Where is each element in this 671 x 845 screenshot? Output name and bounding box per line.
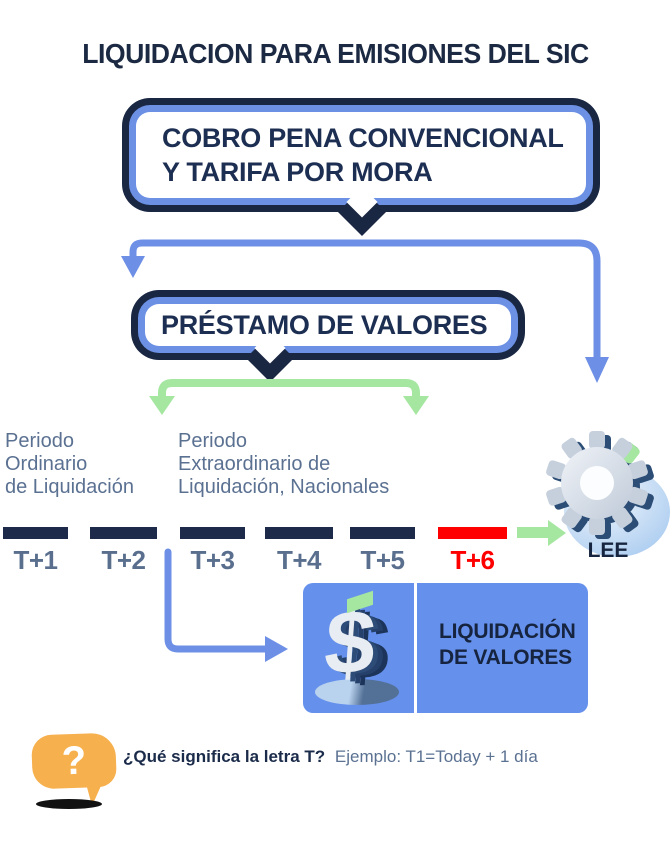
timeline-bar-t3: [180, 527, 245, 539]
arrow-down-icon: [121, 256, 145, 278]
arrow-down-icon: [149, 396, 175, 415]
gear-icon: [546, 431, 670, 557]
question-bubble-icon: ?: [31, 732, 117, 790]
period-extraordinary-label: Periodo Extraordinario de Liquidación, N…: [178, 430, 389, 499]
timeline-label-t6: T+6: [450, 545, 495, 575]
timeline-bar-t2: [90, 527, 157, 539]
main-box-line1: COBRO PENA CONVENCIONAL: [162, 123, 564, 153]
main-box: COBRO PENA CONVENCIONAL Y TARIFA POR MOR…: [122, 98, 600, 212]
gear-hole: [580, 466, 614, 500]
question-bubble-shadow: [36, 799, 102, 809]
gear-face: [546, 431, 648, 535]
timeline-bar-t1: [3, 527, 68, 539]
period-ordinary-line2: Ordinario: [5, 453, 88, 475]
page-title: LIQUIDACION PARA EMISIONES DEL SIC: [82, 38, 589, 69]
main-box-inner: COBRO PENA CONVENCIONAL Y TARIFA POR MOR…: [136, 112, 586, 198]
timeline-bar-t5: [350, 527, 415, 539]
loan-box-border: PRÉSTAMO DE VALORES: [138, 297, 518, 353]
period-ordinary-line3: de Liquidación: [5, 476, 134, 498]
main-box-border: COBRO PENA CONVENCIONAL Y TARIFA POR MOR…: [129, 105, 593, 205]
loan-box-label: PRÉSTAMO DE VALORES: [161, 310, 488, 340]
settlement-line1: LIQUIDACIÓN: [439, 620, 576, 643]
settlement-line2: DE VALORES: [439, 646, 572, 669]
lee-label: LEE: [587, 539, 629, 562]
settlement-label: LIQUIDACIÓN DE VALORES: [439, 619, 576, 671]
timeline-bar-t4: [265, 527, 333, 539]
period-extraordinary-line2: Extraordinario de: [178, 453, 331, 475]
arrow-right-icon: [265, 636, 288, 662]
timeline-label-t2: T+2: [101, 545, 146, 575]
dollar-sign-icon: $: [303, 583, 414, 713]
main-box-line2: Y TARIFA POR MORA: [162, 157, 433, 187]
period-ordinary-label: Periodo Ordinario de Liquidación: [5, 430, 134, 499]
period-extraordinary-line1: Periodo: [178, 430, 247, 452]
arrow-down-icon: [403, 396, 429, 415]
footnote: ¿Qué significa la letra T? Ejemplo: T1=T…: [123, 747, 538, 767]
footnote-question: ¿Qué significa la letra T?: [123, 747, 326, 766]
loan-box-inner: PRÉSTAMO DE VALORES: [145, 304, 511, 346]
arrow-down-icon: [585, 357, 609, 383]
period-extraordinary-line3: Liquidación, Nacionales: [178, 476, 390, 498]
timeline-label-t1: T+1: [13, 545, 58, 575]
lee-gear: [535, 415, 671, 565]
timeline-label-t4: T+4: [276, 545, 322, 575]
settlement-divider: [414, 583, 417, 713]
timeline-label-t3: T+3: [190, 545, 235, 575]
period-ordinary-line1: Periodo: [5, 430, 74, 452]
loan-box: PRÉSTAMO DE VALORES: [131, 290, 525, 360]
dollar-shadow: [315, 679, 399, 705]
question-mark: ?: [61, 738, 87, 783]
timeline-bar-t6: [438, 527, 507, 539]
footnote-example: Ejemplo: T1=Today + 1 día: [334, 747, 538, 766]
settlement-box: $ LIQUIDACIÓN DE VALORES: [303, 583, 588, 713]
green-bracket-arrow: [149, 379, 429, 415]
timeline-label-t5: T+5: [360, 545, 405, 575]
